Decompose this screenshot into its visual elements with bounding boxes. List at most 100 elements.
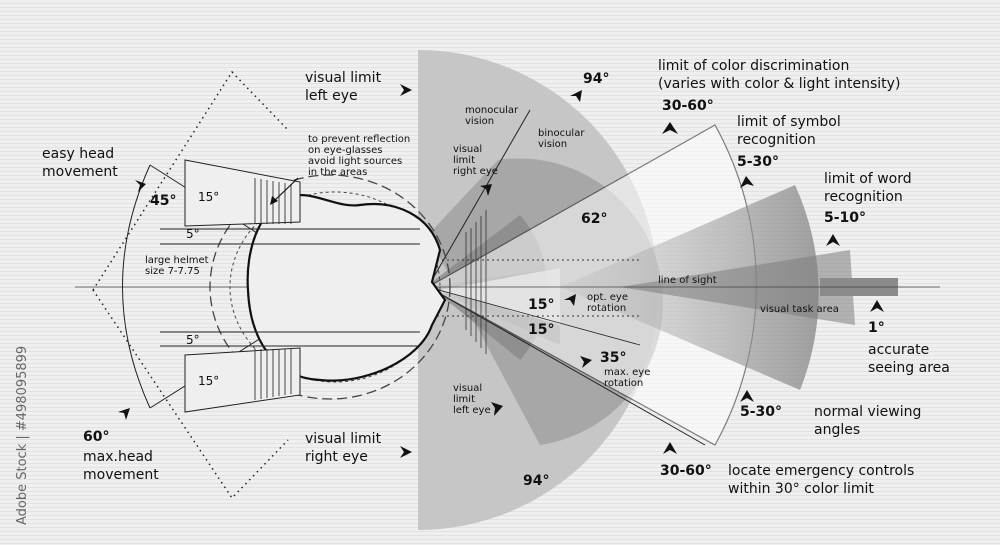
label-deg-15-opt-b: 15° (528, 322, 554, 338)
label-line: 62° (581, 211, 607, 227)
label-line: 60° (83, 429, 109, 445)
arrow-icon (740, 390, 754, 402)
label-deg-45: 45° (150, 193, 176, 209)
label-line: 15° (198, 374, 219, 388)
arrow-icon (663, 442, 677, 454)
label-line: recognition (824, 189, 903, 205)
arrow-icon (740, 176, 754, 188)
label-color-range-top: 30-60° (662, 98, 714, 114)
label-line: opt. eye (587, 292, 628, 303)
label-line: limit (453, 155, 475, 166)
arrow-icon (400, 446, 412, 458)
label-line: 5-30° (737, 154, 779, 170)
label-line: 30-60° (660, 463, 712, 479)
label-line: large helmet (145, 255, 209, 266)
label-line: 5-30° (740, 404, 782, 420)
upper-glasses-zone (184, 159, 301, 227)
label-line: movement (83, 467, 159, 483)
helmet-outline-inner (229, 191, 441, 383)
arrow-icon (570, 90, 582, 102)
label-normal-viewing-range: 5-30° (740, 404, 782, 420)
label-deg-94-top: 94° (583, 71, 609, 87)
label-line: vision (538, 139, 567, 150)
label-line: 45° (150, 193, 176, 209)
binocular-upper-ray (427, 109, 531, 288)
label-line: 5-10° (824, 210, 866, 226)
helmet-outline-outer (209, 174, 451, 400)
label-line: binocular (538, 128, 585, 139)
label-line: visual (453, 144, 482, 155)
reflection-pointer-head (270, 196, 278, 205)
lower-hatch (254, 349, 292, 400)
arrow-icon (491, 402, 503, 416)
label-visual-task-area: visual task area (760, 304, 839, 315)
label-easy-head-movement: easy head movement (42, 146, 118, 180)
label-color-discrimination: limit of color discrimination (varies wit… (658, 58, 900, 92)
label-line: max.head (83, 449, 153, 465)
label-line: 94° (583, 71, 609, 87)
lower-eye-ray (427, 286, 641, 346)
label-line: right eye (305, 449, 368, 465)
max-head-movement-upper (92, 70, 289, 291)
label-deg-62: 62° (581, 211, 607, 227)
label-line: 35° (600, 350, 626, 366)
label-line: 94° (523, 473, 549, 489)
reflection-pointer (271, 177, 299, 204)
label-line: 30-60° (662, 98, 714, 114)
eye-hatch-right (465, 210, 487, 354)
lower-glasses-zone (184, 347, 301, 413)
label-line: locate emergency controls (728, 463, 914, 479)
label-line: limit of color discrimination (658, 58, 849, 74)
label-line: right eye (453, 166, 498, 177)
label-deg-15-opt-a: 15° (528, 297, 554, 313)
label-line: rotation (604, 378, 643, 389)
label-deg-94-bottom: 94° (523, 473, 549, 489)
label-line: (varies with color & light intensity) (658, 76, 900, 92)
label-max-head-movement: max.head movement (83, 449, 159, 483)
label-line: left eye (453, 405, 491, 416)
label-deg-5-lower: 5° (186, 333, 200, 347)
label-line: visual limit (305, 70, 382, 86)
head-outline (246, 193, 447, 382)
label-word-range: 5-10° (824, 210, 866, 226)
label-line: visual (453, 383, 482, 394)
label-line: visual task area (760, 304, 839, 315)
label-line: 5° (186, 227, 200, 241)
label-line: size 7-7.75 (145, 266, 200, 277)
upper-hatch (254, 178, 292, 224)
arrow-icon (135, 180, 146, 192)
label-deg-35: 35° (600, 350, 626, 366)
label-deg-15-upper: 15° (198, 190, 219, 204)
arrow-icon (580, 356, 592, 368)
label-line: rotation (587, 303, 626, 314)
label-line: normal viewing (814, 404, 921, 420)
arrow-icon (662, 122, 678, 134)
arrow-icon (480, 184, 492, 196)
label-line: 5° (186, 333, 200, 347)
label-deg-1: 1° (868, 320, 885, 336)
label-line: 1° (868, 320, 885, 336)
label-symbol-range: 5-30° (737, 154, 779, 170)
label-line: easy head (42, 146, 114, 162)
label-line: limit (453, 394, 475, 405)
label-line: seeing area (868, 360, 950, 376)
label-line: 15° (528, 322, 554, 338)
label-max-head-range: 60° (83, 429, 109, 445)
label-line: movement (42, 164, 118, 180)
label-line: max. eye (604, 367, 650, 378)
label-line: monocular (465, 105, 519, 116)
label-line: vision (465, 116, 494, 127)
stock-id-label: Adobe Stock | #498095899 (15, 346, 30, 525)
label-color-range-bottom: 30-60° (660, 463, 712, 479)
